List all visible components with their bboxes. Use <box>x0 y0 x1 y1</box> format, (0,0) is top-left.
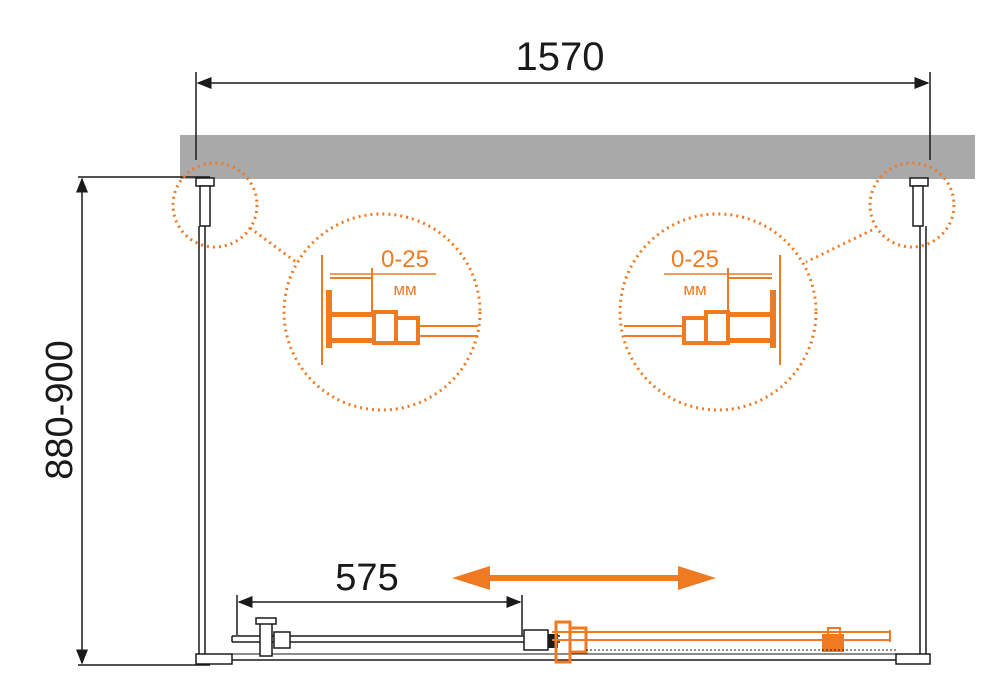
right-detail-connector <box>805 228 873 264</box>
fixed-glass-panel <box>231 617 560 657</box>
door-opening-dimension: 575 <box>236 557 523 635</box>
sliding-door-panel <box>552 620 896 664</box>
width-dimension: 1570 <box>195 35 931 160</box>
left-adjustment-range: 0-25 <box>381 246 429 273</box>
left-detail-marker <box>171 161 259 249</box>
right-adjustment-unit: мм <box>683 280 706 299</box>
depth-dimension: 880-900 <box>39 176 210 666</box>
right-side-profile <box>909 177 929 660</box>
bottom-rail <box>195 653 931 665</box>
right-adjustment-range: 0-25 <box>671 246 719 273</box>
depth-label: 880-900 <box>39 340 81 479</box>
wall <box>180 135 975 179</box>
left-adjustment-unit: мм <box>393 280 416 299</box>
right-detail-callout: 0-25 мм <box>618 212 818 412</box>
left-detail-callout: 0-25 мм <box>282 212 482 412</box>
overall-width-label: 1570 <box>516 35 605 79</box>
left-side-profile <box>195 177 215 660</box>
double-arrow-icon <box>452 566 716 590</box>
left-detail-connector <box>249 226 297 264</box>
right-detail-marker <box>868 161 956 249</box>
door-opening-label: 575 <box>335 557 398 599</box>
